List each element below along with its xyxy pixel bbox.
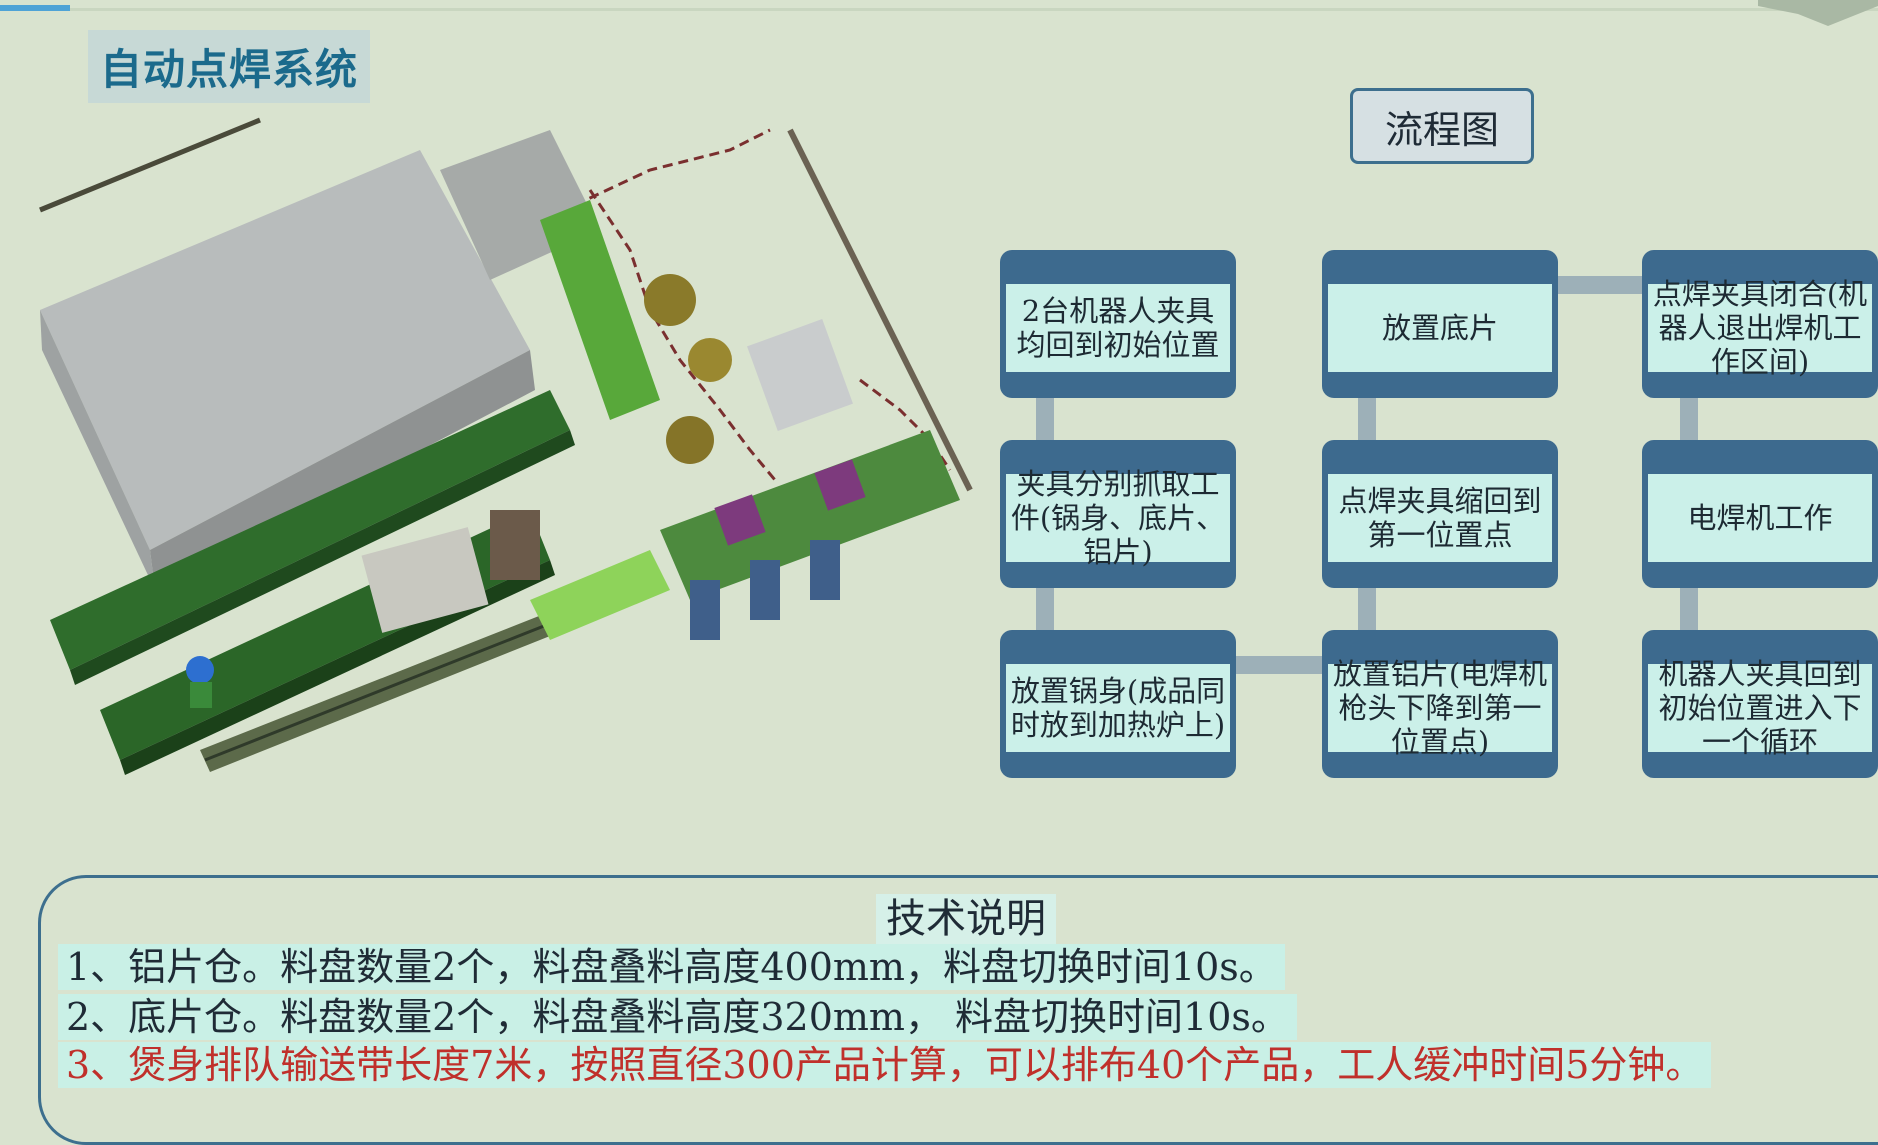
flow-step-label: 放置锅身(成品同时放到加热炉上) <box>1006 664 1230 752</box>
welder-leg <box>810 540 840 600</box>
flow-step-label: 放置底片 <box>1328 284 1552 372</box>
connector-h <box>1558 276 1646 294</box>
fence-line <box>39 117 261 213</box>
connector-h <box>1236 656 1324 674</box>
robot-arm <box>644 274 696 326</box>
connector-v <box>1036 588 1054 630</box>
tech-notes-title: 技术说明 <box>876 894 1056 944</box>
flow-step-5: 点焊夹具缩回到第一位置点 <box>1322 440 1558 588</box>
material-bin <box>361 527 489 633</box>
safety-fence <box>588 189 777 481</box>
conveyor-upper <box>50 390 570 670</box>
spot-welder <box>714 494 766 546</box>
tech-note-line: 1、铝片仓。料盘数量2个，料盘叠料高度400mm，料盘切换时间10s。 <box>58 944 1285 990</box>
flow-step-9: 机器人夹具回到初始位置进入下一个循环 <box>1642 630 1878 778</box>
top-rule <box>0 8 1878 11</box>
worker-figure <box>186 656 214 684</box>
corner-chevron-icon <box>1758 0 1878 26</box>
tech-note-line: 2、底片仓。料盘数量2个，料盘叠料高度320mm， 料盘切换时间10s。 <box>58 994 1297 1040</box>
flow-step-label: 机器人夹具回到初始位置进入下一个循环 <box>1648 657 1872 759</box>
connector-v <box>1036 398 1054 440</box>
buffer-belt <box>530 550 670 640</box>
safety-fence <box>859 378 952 471</box>
robot-arm <box>666 416 714 464</box>
tech-note-line-highlight: 3、煲身排队输送带长度7米，按照直径300产品计算，可以排布40个产品，工人缓冲… <box>58 1042 1712 1088</box>
flow-step-1: 2台机器人夹具均回到初始位置 <box>1000 250 1236 398</box>
robot-arm <box>688 338 732 382</box>
connector-v <box>1680 588 1698 630</box>
flow-step-label: 点焊夹具闭合(机器人退出焊机工作区间) <box>1648 277 1872 379</box>
welding-station <box>660 430 960 600</box>
top-left-accent <box>0 5 70 11</box>
flow-step-label: 2台机器人夹具均回到初始位置 <box>1006 284 1230 372</box>
flow-step-6: 放置铝片(电焊机枪头下降到第一位置点) <box>1322 630 1558 778</box>
connector-v <box>1358 588 1376 630</box>
flow-step-label: 电焊机工作 <box>1648 474 1872 562</box>
flow-step-label: 放置铝片(电焊机枪头下降到第一位置点) <box>1328 657 1552 759</box>
flowchart-title: 流程图 <box>1350 88 1534 164</box>
flow-step-8: 电焊机工作 <box>1642 440 1878 588</box>
heating-furnace <box>40 150 530 550</box>
feed-conveyor <box>540 200 660 420</box>
equipment-layout-illustration <box>39 117 973 775</box>
welder-leg <box>690 580 720 640</box>
flow-step-label: 点焊夹具缩回到第一位置点 <box>1328 474 1552 562</box>
electrical-box <box>490 510 540 580</box>
flow-step-3: 放置锅身(成品同时放到加热炉上) <box>1000 630 1236 778</box>
welder-leg <box>750 560 780 620</box>
flow-step-7: 点焊夹具闭合(机器人退出焊机工作区间) <box>1642 250 1878 398</box>
flow-step-4: 放置底片 <box>1322 250 1558 398</box>
page-title: 自动点焊系统 <box>88 30 371 103</box>
spot-welder <box>814 459 866 511</box>
safety-fence <box>574 128 771 207</box>
control-cabinet <box>747 319 853 431</box>
flow-step-2: 夹具分别抓取工件(锅身、底片、铝片) <box>1000 440 1236 588</box>
fence-line <box>787 128 973 492</box>
connector-v <box>1680 398 1698 440</box>
flow-step-label: 夹具分别抓取工件(锅身、底片、铝片) <box>1006 467 1230 569</box>
connector-v <box>1358 398 1376 440</box>
